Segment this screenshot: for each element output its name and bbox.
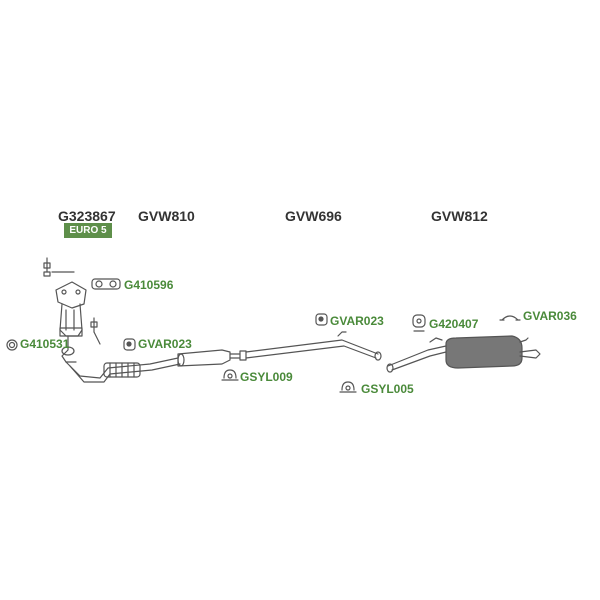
clamp-2-icon	[339, 381, 357, 393]
rubber-mount-1-icon	[123, 338, 136, 351]
part-label-gasket-manifold: G410596	[124, 278, 174, 292]
part-label-clamp-2: GSYL005	[361, 382, 414, 396]
part-label-rubber-mount-1: GVAR023	[138, 337, 192, 351]
front-pipe-icon	[65, 357, 181, 383]
lower-sensor-icon	[90, 317, 101, 345]
ring-gasket-2-icon	[61, 346, 75, 356]
hanger-2-icon	[499, 315, 521, 321]
rear-muffler-label: GVW812	[431, 208, 488, 224]
part-label-gasket-ring: G410531	[20, 337, 70, 351]
part-label-clamp-1: GSYL009	[240, 370, 293, 384]
rear-muffler-icon	[386, 335, 541, 373]
clamp-1-icon	[221, 369, 239, 381]
center-pipe-icon	[239, 331, 382, 361]
catalyst-part-icon	[55, 281, 87, 363]
center-pipe-label: GVW696	[285, 208, 342, 224]
catalyst-label: G323867	[58, 208, 116, 224]
ring-gasket-icon	[6, 339, 18, 351]
part-label-rubber-mount-2: GVAR023	[330, 314, 384, 328]
manifold-gasket-icon	[91, 278, 121, 290]
part-label-hanger-2: GVAR036	[523, 309, 577, 323]
middle-muffler-icon	[177, 349, 241, 367]
part-label-hanger-1: G420407	[429, 317, 479, 331]
rubber-mount-2-icon	[315, 313, 328, 326]
euro-badge: EURO 5	[64, 223, 112, 238]
oxygen-sensor-icon	[43, 257, 75, 277]
hanger-1-icon	[412, 314, 426, 332]
front-pipe-label: GVW810	[138, 208, 195, 224]
